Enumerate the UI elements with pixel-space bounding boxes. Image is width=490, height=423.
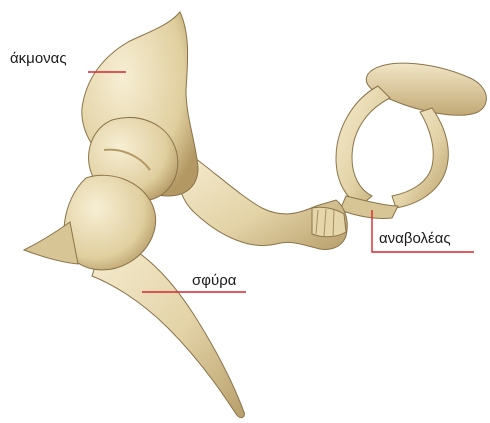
stapes-posterior-crus [392, 108, 448, 208]
malleus-label: σφύρα [192, 272, 236, 290]
stapes-footplate [366, 63, 486, 115]
stapes-head [340, 196, 398, 219]
stapes-crura [336, 86, 390, 206]
malleus-head [24, 118, 178, 270]
incus-label: άκμονας [10, 50, 67, 68]
incus-long-process [178, 150, 347, 250]
stapes-label: αναβολέας [379, 230, 451, 248]
stapes-bone [336, 63, 486, 218]
